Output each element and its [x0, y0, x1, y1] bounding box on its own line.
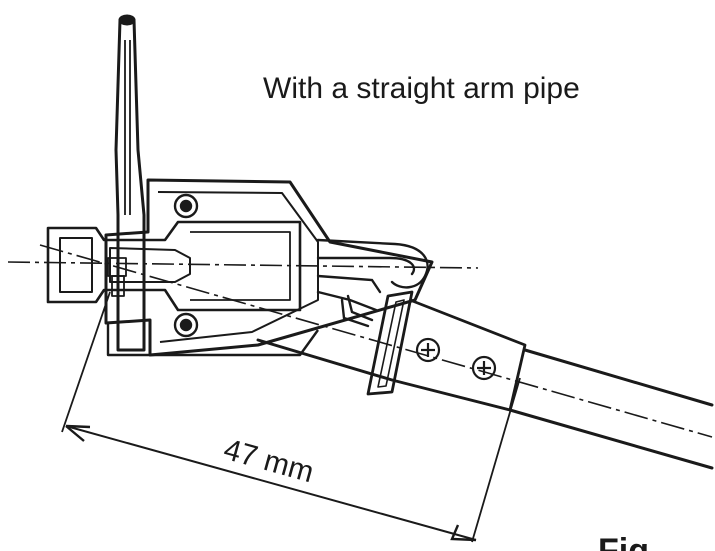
collar-screw-left: [415, 337, 441, 363]
dimension-line: [65, 424, 477, 542]
arm-pipe-collar: [391, 298, 527, 412]
arm-pipe-centerline: [39, 244, 713, 438]
caption-text: With a straight arm pipe: [263, 72, 580, 105]
mounting-screw-lower: [173, 312, 199, 338]
dimension-extension-lines: [61, 291, 521, 543]
figure-label: Fig: [598, 532, 649, 551]
cartridge-centerline: [7, 261, 479, 269]
connector-block: [366, 290, 414, 396]
cartridge: [46, 220, 302, 312]
lead-wires: [316, 238, 429, 328]
headshell-body: [104, 178, 434, 357]
finger-lift: [114, 14, 146, 352]
arm-pipe: [256, 338, 714, 470]
mounting-screw-upper: [173, 193, 199, 219]
